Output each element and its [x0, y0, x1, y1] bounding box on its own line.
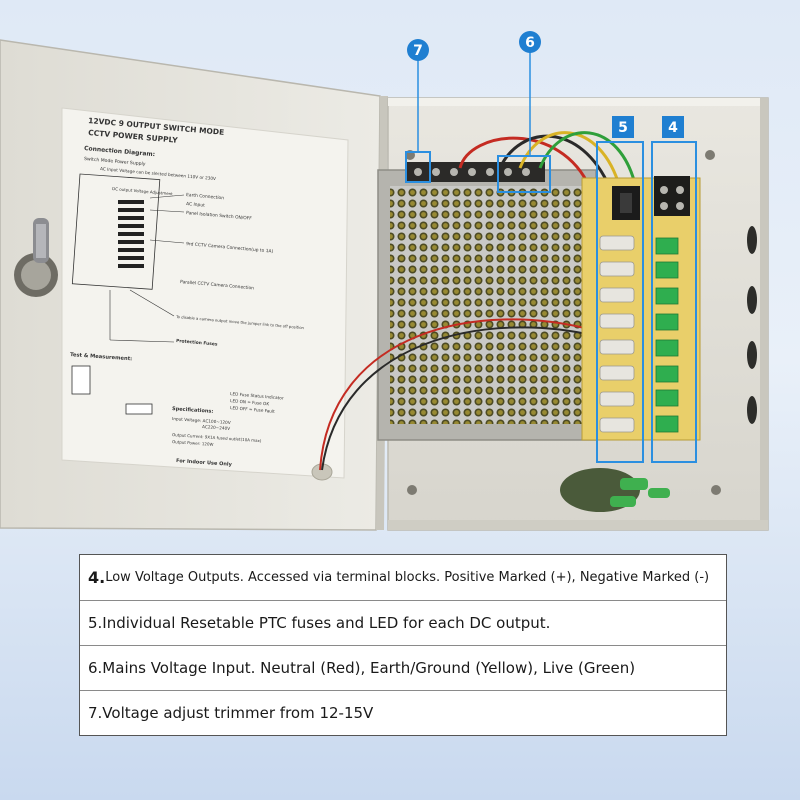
power-supply-photo: 12VDC 9 OUTPUT SWITCH MODE CCTV POWER SU…	[0, 31, 769, 531]
row-text: 6.Mains Voltage Input. Neutral (Red), Ea…	[88, 659, 636, 677]
row-text: 7.Voltage adjust trimmer from 12-15V	[88, 704, 374, 722]
distribution-board	[581, 176, 701, 441]
lid-label-text: Protection Fuses	[176, 338, 218, 348]
badge-7-label: 7	[413, 43, 423, 59]
lid-label-text: Panel Isolation Switch ON/OFF	[186, 210, 253, 222]
description-row-5: 5.Individual Resetable PTC fuses and LED…	[80, 600, 726, 645]
lid-label-text: DC output Voltage Adjustment	[112, 186, 173, 196]
lid-label-text: LED ON = Fuse OK	[230, 398, 270, 406]
lid-label-text: Earth Connection	[186, 192, 225, 201]
description-row-4: 4.Low Voltage Outputs. Accessed via term…	[80, 555, 726, 600]
callout-badge-6: 6	[519, 31, 541, 53]
row-text: Low Voltage Outputs. Accessed via termin…	[105, 570, 710, 585]
spare-parts	[560, 468, 670, 512]
lock-icon	[14, 218, 58, 297]
highlight-box-6	[497, 155, 551, 193]
callout-badge-4: 4	[662, 116, 684, 138]
badge-5-label: 5	[618, 120, 628, 136]
lid-label-text: Test & Measurement:	[70, 352, 133, 362]
highlight-box-4	[651, 141, 697, 463]
lid-label-text: Switch Mode Power Supply	[84, 156, 146, 167]
row-number: 4.	[88, 568, 106, 587]
badge-4-label: 4	[668, 120, 678, 136]
description-table: 4.Low Voltage Outputs. Accessed via term…	[79, 554, 727, 736]
lid-label-text: LED OFF = Fuse Fault	[230, 405, 275, 414]
badge-6-label: 6	[525, 35, 535, 51]
callout-badge-5: 5	[612, 116, 634, 138]
lid-label-text: Specifications:	[172, 406, 214, 415]
switch-mode-power-supply	[377, 162, 597, 441]
description-row-7: 7.Voltage adjust trimmer from 12-15V	[80, 690, 726, 735]
lid-label-text: Input Voltage: AC100~120V	[172, 416, 231, 425]
lid-label-text: Output Current: 9X1A fused outlet(10A ma…	[172, 432, 262, 443]
lid-label-text: Output Power: 120W	[172, 439, 214, 447]
lid-label-text: AC220~240V	[202, 424, 230, 431]
description-row-6: 6.Mains Voltage Input. Neutral (Red), Ea…	[80, 645, 726, 690]
mains-wires	[319, 131, 638, 471]
row-text: 5.Individual Resetable PTC fuses and LED…	[88, 614, 551, 632]
lid-label-text: For Indoor Use Only	[176, 458, 233, 468]
highlight-boxes	[405, 141, 697, 463]
lid-label-text: LED Fuse Status Indicator	[230, 391, 284, 401]
highlight-box-5	[596, 141, 644, 463]
callout-badge-7: 7	[407, 39, 429, 61]
lid-label-text: AC Input	[186, 201, 205, 209]
